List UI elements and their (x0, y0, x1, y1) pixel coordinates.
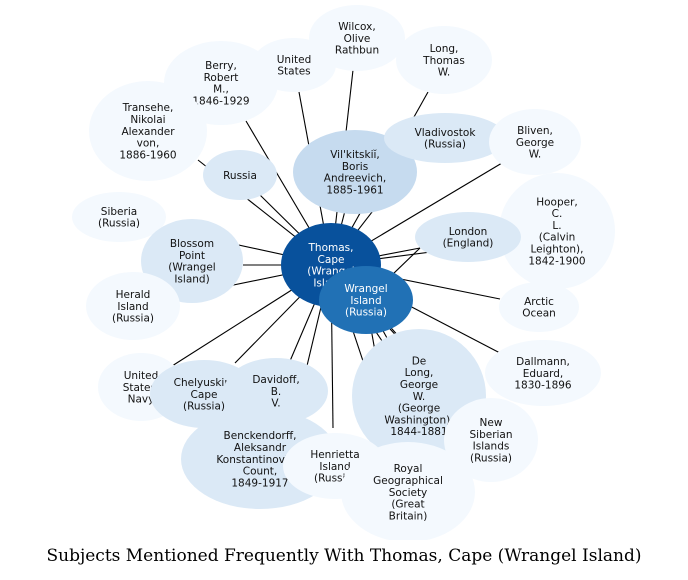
node-shape-hooper (499, 173, 615, 289)
node-label-davidoff: Davidoff,B.V. (252, 374, 299, 410)
node-shape-herald-island (86, 272, 180, 340)
node-shape-russia (203, 150, 277, 200)
node-shape-vilkitskii (293, 130, 417, 214)
node-russia[interactable]: Russia (203, 150, 277, 200)
node-shape-arctic-ocean (499, 282, 579, 332)
node-shape-london (415, 212, 521, 262)
node-shape-vladivostok (384, 113, 506, 163)
node-shape-wilcox (309, 5, 405, 71)
node-shape-dallmann (485, 340, 601, 406)
node-shape-bliven (489, 109, 581, 175)
node-vladivostok[interactable]: Vladivostok(Russia) (384, 113, 506, 163)
node-shape-davidoff (224, 358, 328, 424)
node-shape-wrangel-island (319, 266, 413, 334)
node-shape-siberia (72, 192, 166, 242)
node-shape-new-siberian (444, 398, 538, 482)
node-label-london: London(England) (443, 226, 494, 250)
node-shape-royal-geo (341, 442, 475, 540)
node-label-cheluskin: Chelyuskin,Cape(Russia) (174, 377, 235, 413)
node-label-siberia: Siberia(Russia) (98, 206, 140, 230)
node-london[interactable]: London(England) (415, 212, 521, 262)
node-label-vladivostok: Vladivostok(Russia) (415, 127, 477, 151)
node-dallmann[interactable]: Dallmann,Eduard,1830-1896 (485, 340, 601, 406)
node-label-dallmann: Dallmann,Eduard,1830-1896 (514, 356, 572, 392)
node-shape-transehe (89, 81, 207, 181)
node-label-russia: Russia (223, 170, 257, 182)
page-title: Subjects Mentioned Frequently With Thoma… (46, 546, 642, 566)
node-siberia[interactable]: Siberia(Russia) (72, 192, 166, 242)
node-davidoff[interactable]: Davidoff,B.V. (224, 358, 328, 424)
node-shape-blossom-point (141, 219, 243, 303)
node-shape-long-thomas (396, 26, 492, 94)
